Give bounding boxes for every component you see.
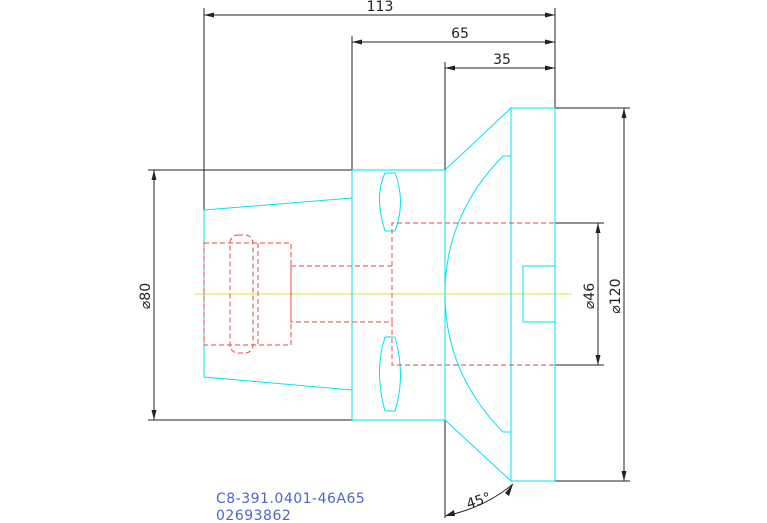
arrow-120-top: [621, 108, 627, 118]
arrow-80-bottom: [151, 410, 157, 420]
cone-curve: [444, 155, 504, 433]
key-slot: [522, 265, 556, 323]
dim-label-65: 65: [451, 26, 469, 42]
arrow-35-left: [445, 65, 455, 71]
arrow-65-right: [545, 39, 555, 45]
lower-lens-pocket: [379, 336, 401, 412]
upper-lens-pocket: [379, 172, 401, 232]
dim-label-46: ⌀46: [582, 283, 598, 309]
dim-label-45: 45°: [464, 490, 493, 513]
arrow-65-left: [352, 39, 362, 45]
dim-label-113: 113: [367, 0, 394, 15]
part-outline: [203, 106, 556, 483]
arrow-113-left: [204, 12, 214, 18]
dimension-arrows: [151, 12, 627, 516]
arrow-46-bottom: [595, 355, 601, 365]
arrow-113-right: [545, 12, 555, 18]
hidden-bore-left: [203, 242, 292, 346]
hidden-ring: [229, 234, 254, 354]
hidden-shaft: [290, 265, 393, 323]
body-outline: [351, 169, 446, 421]
arrow-46-top: [595, 223, 601, 233]
hidden-bore-top: [391, 222, 555, 266]
arrow-120-bottom: [621, 471, 627, 481]
dim-label-120: ⌀120: [608, 278, 624, 313]
arrow-35-right: [545, 65, 555, 71]
dimension-lines: [148, 8, 630, 518]
arrow-45-left: [445, 510, 455, 516]
hidden-lines: [203, 222, 555, 366]
arrow-80-top: [151, 170, 157, 180]
dim-label-80: ⌀80: [138, 283, 154, 309]
arrow-45-right: [505, 484, 513, 496]
hidden-bore-bottom: [391, 322, 555, 366]
part-code: C8-391.0401-46A65: [216, 491, 365, 507]
part-number: 02693862: [216, 508, 291, 523]
dim-label-35: 35: [493, 52, 511, 68]
